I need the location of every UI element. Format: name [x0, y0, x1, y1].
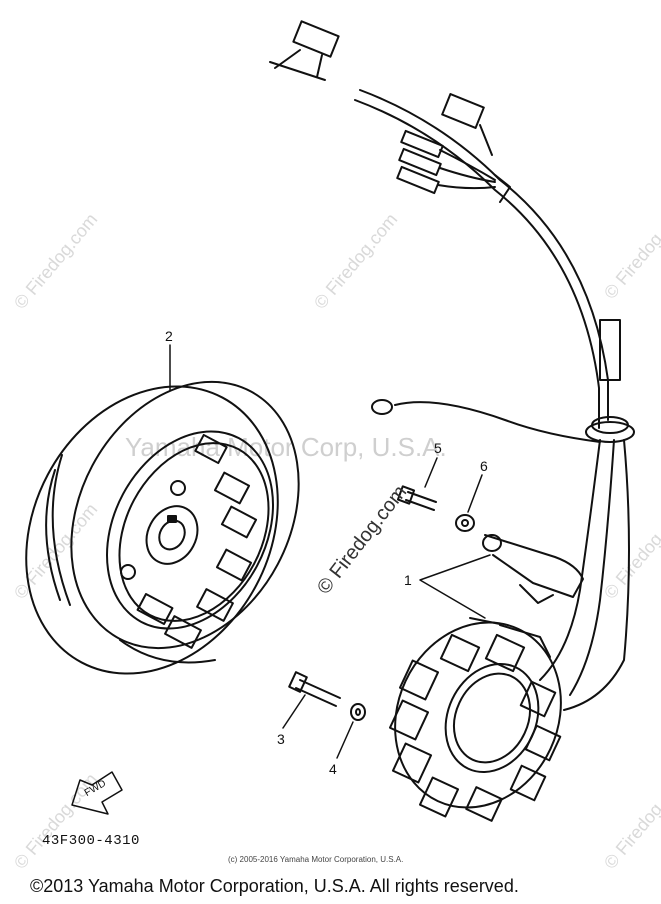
- leader-5: [424, 457, 438, 488]
- leader-4: [336, 721, 354, 759]
- wiring-harness: [269, 20, 635, 711]
- leader-3: [282, 694, 306, 729]
- callout-1: 1: [404, 572, 412, 588]
- bolt-5: [396, 485, 437, 511]
- washer-6: [455, 514, 475, 532]
- copyright-notice: ©2013 Yamaha Motor Corporation, U.S.A. A…: [30, 876, 519, 896]
- stator-assembly: [388, 617, 562, 822]
- callout-6: 6: [480, 458, 488, 474]
- callout-4: 4: [329, 761, 337, 777]
- flywheel-rotor: [25, 380, 300, 675]
- fwd-arrow-icon: [71, 771, 123, 815]
- callout-2: 2: [165, 328, 173, 344]
- bolt-3: [288, 671, 341, 707]
- callout-5: 5: [434, 440, 442, 456]
- small-copyright: (c) 2005-2016 Yamaha Motor Corporation, …: [228, 855, 404, 864]
- watermark-yamaha: Yamaha Motor Corp, U.S.A.: [125, 432, 447, 462]
- pickup-coil: [482, 534, 584, 604]
- callout-3: 3: [277, 731, 285, 747]
- leader-6: [467, 474, 483, 513]
- part-number: 43F300-4310: [42, 833, 140, 849]
- washer-4: [350, 703, 366, 721]
- leader-1: [419, 554, 491, 619]
